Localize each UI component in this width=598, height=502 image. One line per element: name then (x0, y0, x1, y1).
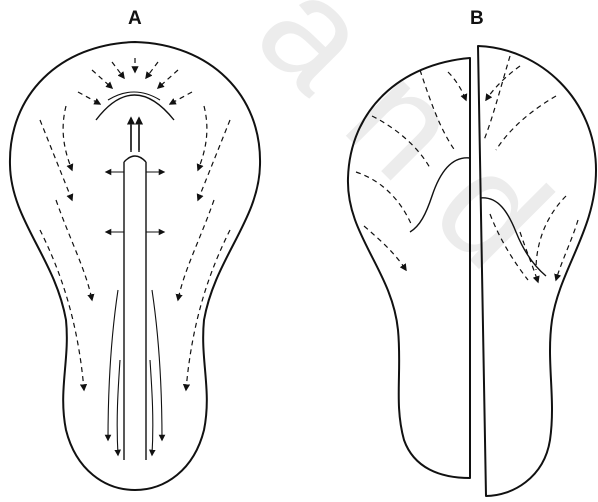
panel-a-top-arrow-1 (92, 70, 112, 88)
panel-a-top-arrow-4 (146, 62, 158, 78)
panel-a: A (10, 8, 260, 490)
panel-a-rod-stem (131, 125, 139, 152)
panel-a-rod-stream-left-2 (117, 360, 120, 455)
panel-a-label: A (128, 8, 142, 29)
panel-a-top-cap (96, 95, 174, 120)
panel-a-flow-left-2 (40, 120, 72, 200)
panel-a-top-arrow-6 (78, 92, 100, 104)
watermark: a n d (227, 0, 582, 299)
panel-a-top-cap-inner (108, 92, 160, 100)
panel-a-outline (10, 42, 260, 490)
panel-a-rod-stream-left (108, 290, 118, 440)
panel-a-flow-right-3 (178, 200, 214, 300)
panel-a-flow-left-3 (56, 200, 92, 300)
panel-a-flow-right-2 (198, 120, 230, 200)
panel-a-top-arrow-2 (158, 70, 178, 88)
panel-a-central-rod (124, 156, 146, 460)
watermark-text: a n d (227, 0, 582, 299)
panel-a-top-arrow-3 (112, 62, 124, 78)
panel-a-top-arrow-7 (170, 92, 192, 104)
panel-a-flow-right-1 (198, 106, 207, 170)
panel-a-rod-stream-right (152, 290, 162, 440)
panel-b-label: B (470, 8, 484, 29)
panel-a-flow-left-1 (63, 106, 72, 170)
panel-a-rod-stream-right-2 (150, 360, 153, 455)
